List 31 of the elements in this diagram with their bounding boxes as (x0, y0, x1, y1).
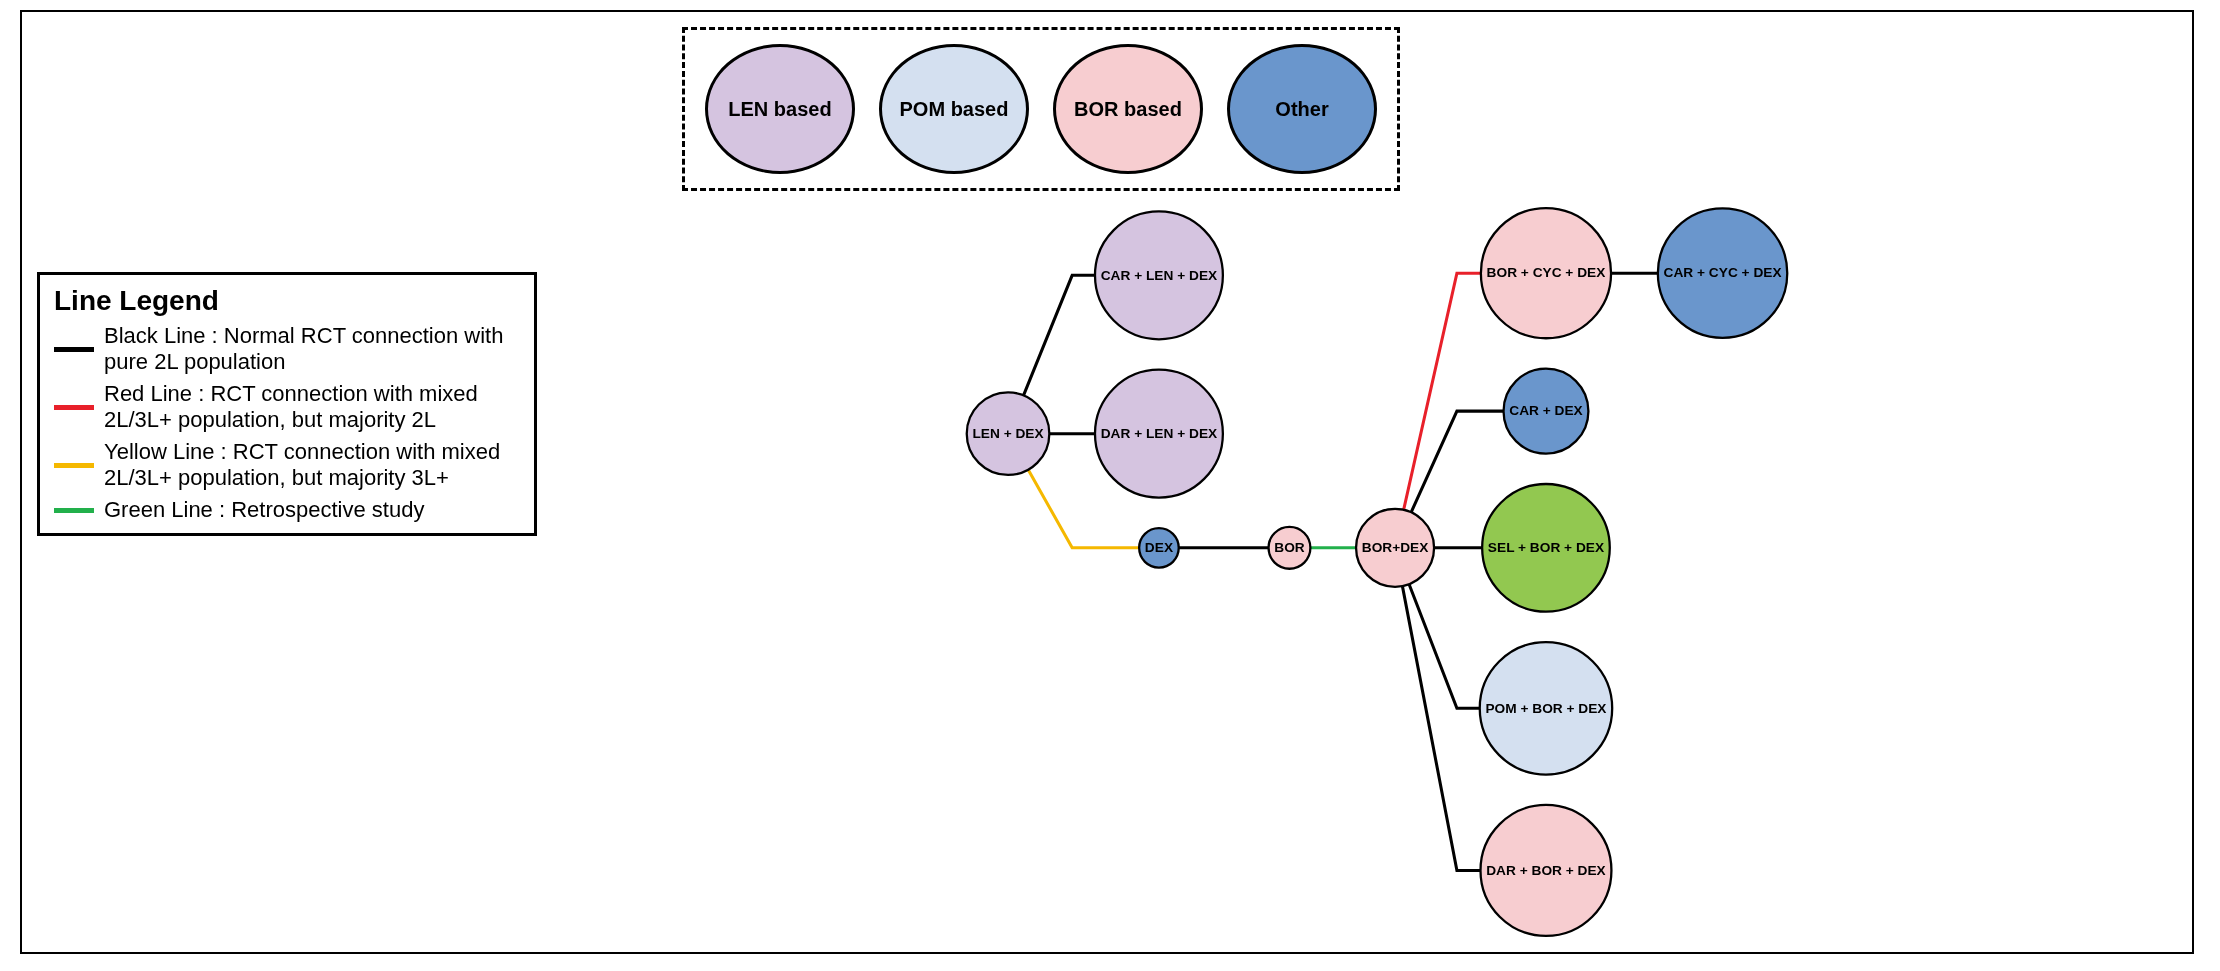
connector (1400, 585, 1481, 872)
connector (1049, 432, 1095, 436)
node-circle: DAR + BOR + DEX (1479, 803, 1613, 938)
node-circle: CAR + CYC + DEX (1656, 207, 1789, 339)
node-circle: BOR+DEX (1354, 507, 1436, 588)
legend-swatch: BOR based (1053, 44, 1203, 174)
legend-text: Green Line : Retrospective study (104, 497, 425, 523)
legend-text: Red Line : RCT connection with mixed 2L/3L+ population, but majority 2L (104, 381, 479, 433)
legend-text: Black Line : Normal RCT connection with pure 2L population (104, 323, 505, 375)
legend-swatch: Other (1227, 44, 1377, 174)
connector (1434, 546, 1483, 550)
legend-heading: Line Legend (54, 285, 220, 317)
legend-text: Yellow Line : RCT connection with mixed 2L/3L+ population, but majority 3L+ (104, 439, 502, 491)
node-circle: CAR + DEX (1502, 367, 1590, 455)
node-circle: BOR (1267, 525, 1312, 570)
connector (1310, 546, 1357, 550)
legend-swatch: POM based (879, 44, 1029, 174)
node-circle: SEL + BOR + DEX (1481, 482, 1611, 613)
legend-swatch: LEN based (705, 44, 855, 174)
connector (1611, 271, 1658, 275)
connector (1407, 583, 1480, 710)
node-circle: DAR + LEN + DEX (1093, 368, 1225, 499)
connector (1402, 271, 1481, 511)
node-circle: LEN + DEX (965, 391, 1051, 477)
connector (1409, 409, 1504, 513)
connector (1022, 273, 1095, 396)
node-circle: DEX (1138, 526, 1180, 569)
connector (1178, 546, 1269, 550)
node-circle: POM + BOR + DEX (1478, 640, 1614, 776)
node-circle: CAR + LEN + DEX (1093, 210, 1225, 341)
node-circle: BOR + CYC + DEX (1479, 206, 1613, 340)
